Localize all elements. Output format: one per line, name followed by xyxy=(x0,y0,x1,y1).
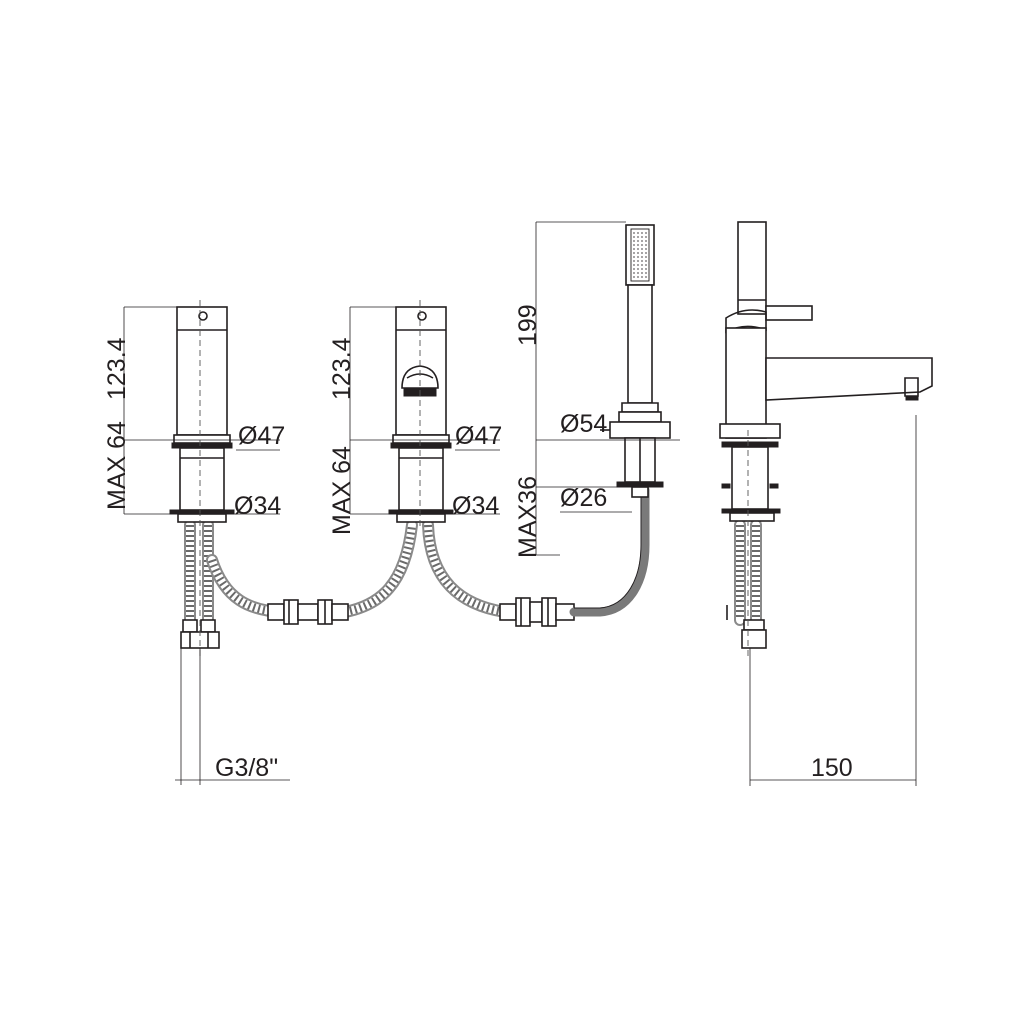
spout xyxy=(719,221,933,660)
faucet-middle-max-label: MAX 64 xyxy=(328,446,356,535)
shower-head xyxy=(625,224,655,286)
dim-faucet-left xyxy=(123,306,280,515)
faucet-left-body xyxy=(176,306,228,436)
shower-dia-top-label: Ø54 xyxy=(560,410,607,438)
spout-arm xyxy=(765,357,933,401)
dim-spout-reach xyxy=(749,415,917,786)
shower-max-label: MAX36 xyxy=(514,476,542,558)
lever-handle xyxy=(401,365,439,389)
faucet-middle xyxy=(339,300,511,618)
faucet-left-max-label: MAX 64 xyxy=(103,421,131,510)
connector-left xyxy=(267,599,349,625)
diverter-knob xyxy=(765,305,813,321)
hand-shower xyxy=(569,224,671,617)
faucet-left-height-label: 123.4 xyxy=(103,337,131,400)
faucet-middle-hoses xyxy=(339,519,511,618)
faucet-left xyxy=(169,300,286,660)
dim-shower xyxy=(535,221,680,556)
shower-height-label: 199 xyxy=(514,304,542,346)
faucet-middle-height-label: 123.4 xyxy=(328,337,356,400)
faucet-left-hoses xyxy=(184,519,286,628)
faucet-middle-dia-top-label: Ø47 xyxy=(455,422,502,450)
spout-reach-label: 150 xyxy=(811,754,853,782)
connector-right xyxy=(499,597,575,627)
diverter-rod xyxy=(737,221,767,315)
faucet-left-dia-top-label: Ø47 xyxy=(238,422,285,450)
thread-label: G3/8" xyxy=(215,754,278,782)
spout-body xyxy=(725,327,767,439)
shower-holder xyxy=(609,421,671,439)
faucet-middle-body xyxy=(395,306,447,436)
faucet-middle-dia-base-label: Ø34 xyxy=(452,492,499,520)
dim-thread xyxy=(175,648,290,785)
shower-dia-base-label: Ø26 xyxy=(560,484,607,512)
shower-handle xyxy=(627,284,653,404)
dim-faucet-middle xyxy=(349,306,500,515)
faucet-left-dia-base-label: Ø34 xyxy=(234,492,281,520)
